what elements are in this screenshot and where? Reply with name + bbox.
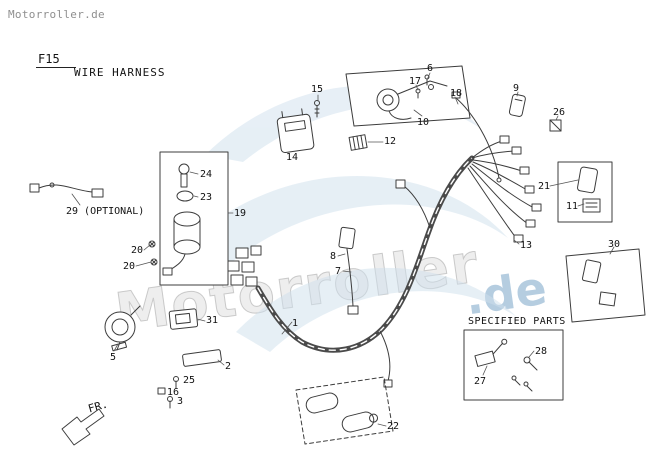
part-label-6: 6 xyxy=(427,63,434,74)
sensor-7-8 xyxy=(338,226,359,315)
part-label-26: 26 xyxy=(553,107,566,118)
part-label-12: 12 xyxy=(384,136,397,147)
part-2 xyxy=(182,349,222,367)
leader-lines xyxy=(71,72,615,427)
part-label-29: 29 (OPTIONAL) xyxy=(66,206,145,217)
screw-28 xyxy=(523,356,538,371)
part-label-21: 21 xyxy=(538,181,551,192)
connector-12 xyxy=(348,134,368,151)
part-27 xyxy=(474,338,508,367)
part-26 xyxy=(549,119,562,132)
flasher-box-21-11 xyxy=(557,161,613,223)
main-wire-harness xyxy=(227,135,542,388)
optional-wire-29 xyxy=(29,182,104,198)
part-label-19: 19 xyxy=(234,208,247,219)
part-label-7: 7 xyxy=(335,266,342,277)
part-label-16: 16 xyxy=(167,387,180,398)
part-label-3: 3 xyxy=(177,396,184,407)
part-label-15: 15 xyxy=(311,84,324,95)
part-label-5: 5 xyxy=(110,352,117,363)
bolt-3 xyxy=(167,396,173,409)
part-label-2: 2 xyxy=(225,361,232,372)
part-label-25: 25 xyxy=(183,375,196,386)
part-label-31: 31 xyxy=(206,315,219,326)
part-label-27: 27 xyxy=(474,376,487,387)
nut-16 xyxy=(157,387,166,395)
part-label-9: 9 xyxy=(513,83,520,94)
ignition-switch-body xyxy=(162,211,201,276)
part-label-8: 8 xyxy=(330,251,337,262)
part-label-30: 30 xyxy=(608,239,621,250)
specified-parts-title: SPECIFIED PARTS xyxy=(468,316,566,327)
part-label-23: 23 xyxy=(200,192,213,203)
wire-18 xyxy=(451,91,502,183)
relay-14 xyxy=(276,108,315,154)
site-logo: Motorroller.de xyxy=(8,8,105,21)
part-label-20: 20 xyxy=(131,245,144,256)
small-screws xyxy=(511,375,533,392)
key-24 xyxy=(178,163,190,188)
part-label-20: 20 xyxy=(123,261,136,272)
coil-box-22 xyxy=(295,376,394,445)
fr-arrow xyxy=(61,408,105,446)
part-label-14: 14 xyxy=(286,152,299,163)
part-label-13: 13 xyxy=(520,240,533,251)
part-label-22: 22 xyxy=(387,421,400,432)
part-label-18: 18 xyxy=(450,88,463,99)
screws-20 xyxy=(148,240,158,266)
part-label-17: 17 xyxy=(409,76,422,87)
part-label-1: 1 xyxy=(292,318,299,329)
bolt-15 xyxy=(314,100,320,118)
headlamp-socket-box xyxy=(345,65,471,127)
box-30 xyxy=(565,248,646,323)
ignition-switch-box-19 xyxy=(159,151,229,286)
part-label-24: 24 xyxy=(200,169,213,180)
part-label-10: 10 xyxy=(417,117,430,128)
figure-code: F15 xyxy=(36,52,76,68)
specified-parts-box xyxy=(463,329,564,401)
part-label-28: 28 xyxy=(535,346,548,357)
horn-5 xyxy=(104,305,141,352)
part-9 xyxy=(508,93,526,117)
figure-title: WIRE HARNESS xyxy=(74,66,166,79)
bolt-25 xyxy=(173,376,179,389)
part-label-11: 11 xyxy=(566,201,579,212)
switch-31 xyxy=(168,308,199,330)
cap-23 xyxy=(176,190,194,202)
